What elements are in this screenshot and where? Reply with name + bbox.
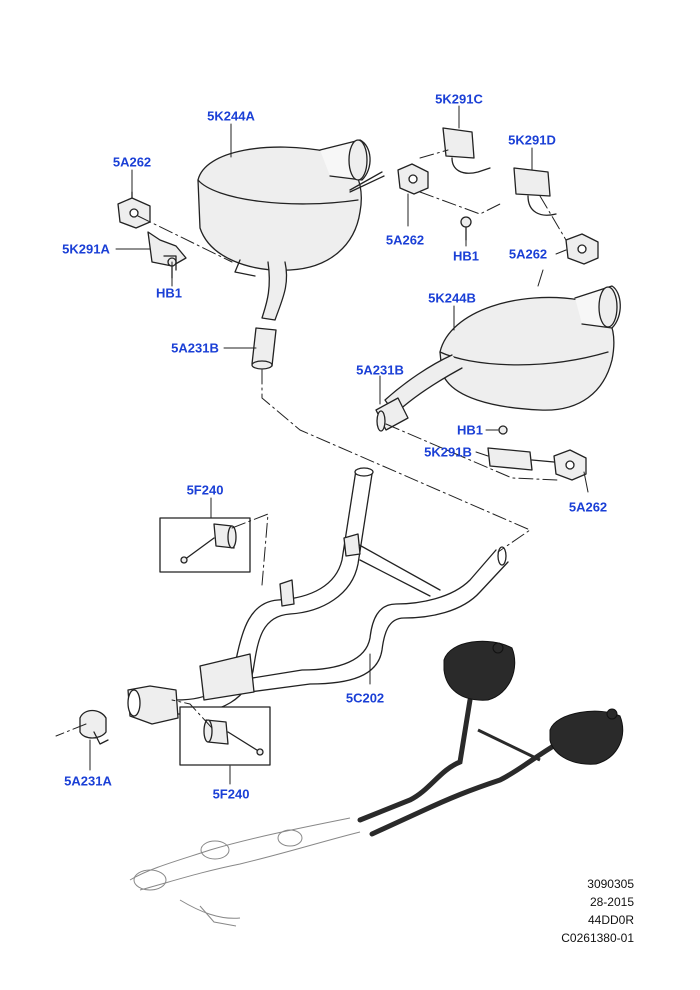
callout-hanger-d: 5K291D	[508, 132, 556, 148]
insulator-right-lower	[553, 449, 587, 481]
hanger-a	[147, 231, 187, 271]
hanger-c	[442, 127, 491, 174]
callout-damper-lower: 5F240	[212, 786, 250, 802]
insulator-right-upper	[565, 233, 599, 265]
bolt-right	[498, 425, 508, 435]
hanger-d	[513, 167, 557, 216]
insulator-top-left	[117, 191, 151, 229]
callout-muffler-right: 5K244B	[428, 290, 476, 306]
insulator-mid	[397, 163, 429, 195]
callout-insulator-mid: 5A262	[385, 232, 425, 248]
clamp-front	[79, 709, 109, 745]
callout-hanger-b: 5K291B	[424, 444, 472, 460]
callout-muffler-left: 5K244A	[207, 108, 255, 124]
callout-bolt-right: HB1	[456, 422, 484, 438]
callout-insulator-top-left: 5A262	[112, 154, 152, 170]
doc-code-4: C0261380-01	[561, 931, 634, 945]
assembly-dashlines	[55, 149, 567, 737]
callout-clamp-right: 5A231B	[356, 362, 404, 378]
locator-vehicle-view	[129, 640, 624, 927]
callout-insulator-right-lower: 5A262	[568, 499, 608, 515]
callout-damper-upper: 5F240	[186, 482, 224, 498]
callout-bolt-left: HB1	[155, 285, 183, 301]
callout-bolt-mid: HB1	[452, 248, 480, 264]
muffler-right	[384, 285, 621, 415]
damper-box-lower	[179, 706, 271, 766]
callout-pipe-assembly: 5C202	[345, 690, 385, 706]
doc-code-3: 44DD0R	[587, 913, 634, 927]
callout-hanger-a: 5K291A	[62, 241, 110, 257]
callout-insulator-right-upper: 5A262	[508, 246, 548, 262]
bolt-mid	[460, 216, 472, 241]
clamp-left	[251, 327, 277, 370]
hanger-b	[487, 447, 555, 471]
pipe-assembly	[127, 467, 509, 725]
doc-code-1: 3090305	[587, 877, 634, 891]
callout-hanger-c: 5K291C	[435, 91, 483, 107]
callout-leaders	[89, 105, 589, 785]
doc-code-2: 28-2015	[589, 895, 634, 909]
clamp-right	[375, 397, 409, 432]
callout-clamp-left: 5A231B	[171, 340, 219, 356]
muffler-left	[197, 139, 385, 321]
callout-clamp-front: 5A231A	[64, 773, 112, 789]
